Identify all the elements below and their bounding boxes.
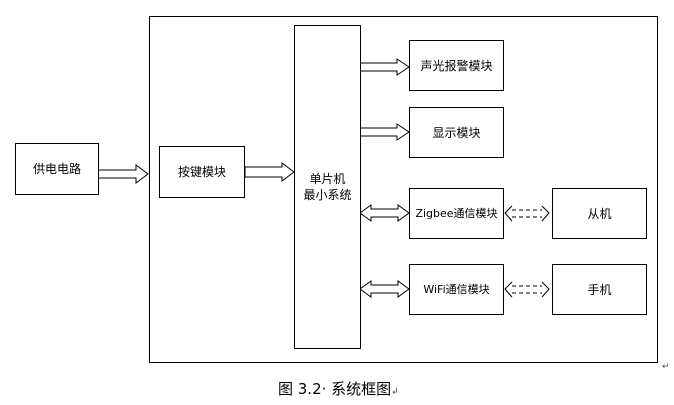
node-mcu: 单片机 最小系统	[294, 25, 361, 349]
paragraph-mark: ↵	[662, 362, 670, 372]
node-zigbee: Zigbee通信模块	[409, 188, 504, 239]
node-power: 供电电路	[15, 143, 99, 195]
figure-caption-text: 图 3.2· 系统框图	[278, 380, 392, 398]
figure-caption: 图 3.2· 系统框图↲	[278, 378, 399, 399]
node-display: 显示模块	[409, 107, 504, 158]
arrow-mcu-wifi	[359, 280, 410, 298]
node-keys: 按键模块	[159, 146, 245, 198]
node-slave: 从机	[552, 188, 647, 239]
node-mcu-label-line2: 最小系统	[303, 188, 352, 202]
arrow-mcu-to-alarm	[359, 58, 410, 76]
node-keys-label: 按键模块	[177, 165, 226, 179]
caption-mark: ↲	[391, 387, 399, 397]
node-zigbee-label: Zigbee通信模块	[415, 206, 498, 220]
node-phone: 手机	[552, 264, 647, 315]
node-power-label: 供电电路	[32, 162, 81, 176]
node-display-label: 显示模块	[432, 125, 481, 140]
node-mcu-label-line1: 单片机	[309, 172, 346, 186]
arrow-mcu-to-display	[359, 123, 410, 141]
arrow-mcu-zigbee	[359, 204, 410, 222]
node-wifi-label: WiFi通信模块	[423, 282, 490, 296]
node-alarm: 声光报警模块	[409, 40, 504, 91]
node-slave-label: 从机	[587, 206, 612, 221]
node-alarm-label: 声光报警模块	[420, 58, 493, 73]
node-wifi: WiFi通信模块	[409, 264, 504, 315]
dashed-arrow-zigbee-slave	[512, 209, 542, 218]
dashed-arrow-wifi-phone	[512, 285, 542, 294]
node-phone-label: 手机	[587, 282, 612, 297]
arrow-power-to-keys	[97, 164, 149, 184]
arrow-keys-to-mcu	[244, 162, 295, 182]
